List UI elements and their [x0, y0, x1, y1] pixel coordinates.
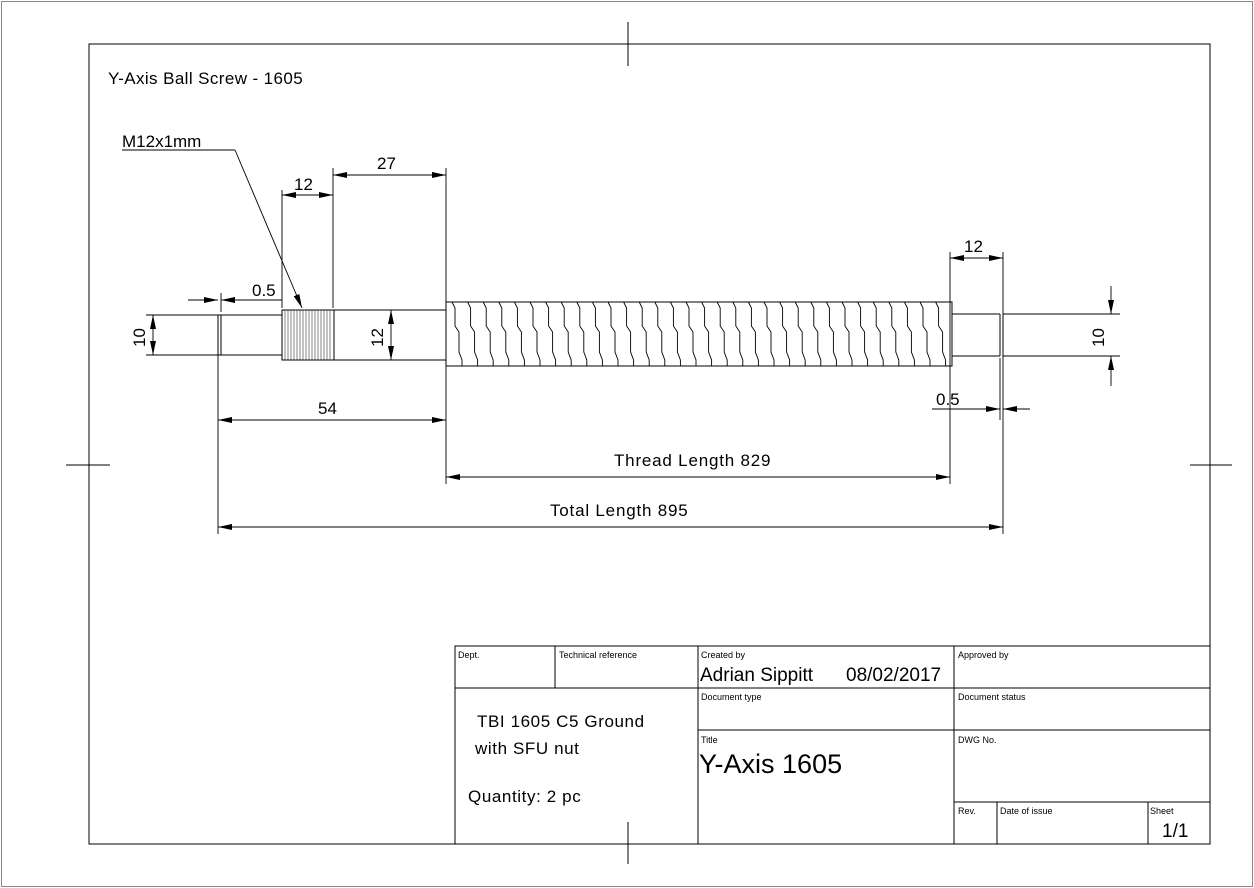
- sheet-title: Y-Axis Ball Screw - 1605: [108, 69, 303, 88]
- ball-screw-part: [217, 301, 1004, 367]
- dim-12-thread: 12: [294, 175, 313, 194]
- thread-groove: [529, 301, 541, 366]
- thread-groove: [623, 301, 635, 366]
- thread-groove: [513, 301, 525, 366]
- thread-groove: [841, 301, 853, 366]
- thread-groove: [685, 301, 697, 366]
- created-date: 08/02/2017: [846, 665, 942, 686]
- center-marks: [66, 22, 1232, 864]
- thread-groove: [591, 301, 603, 366]
- thread-groove: [810, 301, 822, 366]
- dim-thread-length: Thread Length 829: [614, 451, 771, 470]
- m12-thread-section: [281, 309, 335, 361]
- technical-reference-label: Technical reference: [559, 650, 638, 660]
- thread-groove: [560, 301, 572, 366]
- dimension-lines: [122, 149, 1120, 534]
- thread-groove: [732, 301, 744, 366]
- ball-screw-thread-pattern: [451, 301, 947, 366]
- title-block-grid: [454, 645, 1211, 845]
- thread-groove: [716, 301, 728, 366]
- sheet-label: Sheet: [1150, 806, 1174, 816]
- thread-groove: [498, 301, 510, 366]
- dimension-texts: M12x1mm 12 27 12 0.5 54 0.5 Thread Lengt…: [122, 132, 1108, 520]
- rev-label: Rev.: [958, 806, 976, 816]
- thread-groove: [451, 301, 463, 366]
- created-by-label: Created by: [701, 650, 746, 660]
- dept-label: Dept.: [458, 650, 480, 660]
- dwg-no-label: DWG No.: [958, 735, 997, 745]
- dim-dia-10-left: 10: [130, 328, 149, 347]
- description-line2: with SFU nut: [475, 739, 580, 758]
- quantity: Quantity: 2 pc: [468, 787, 582, 806]
- thread-groove: [545, 301, 557, 366]
- thread-groove: [825, 301, 837, 366]
- thread-groove: [779, 301, 791, 366]
- dim-54: 54: [318, 399, 337, 418]
- thread-groove: [576, 301, 588, 366]
- drawing-frame: [88, 43, 1211, 845]
- dim-dia-12: 12: [368, 328, 387, 347]
- approved-by-label: Approved by: [958, 650, 1009, 660]
- description-line1: TBI 1605 C5 Ground: [477, 712, 645, 731]
- created-by-value: Adrian Sippitt: [700, 665, 814, 686]
- thread-groove: [654, 301, 666, 366]
- sheet-number: 1/1: [1162, 821, 1189, 842]
- thread-groove: [607, 301, 619, 366]
- thread-groove: [888, 301, 900, 366]
- thread-groove: [794, 301, 806, 366]
- dim-27: 27: [377, 154, 396, 173]
- thread-groove: [872, 301, 884, 366]
- m12-thread-label: M12x1mm: [122, 132, 201, 151]
- thread-groove: [903, 301, 915, 366]
- drawing-title: Y-Axis 1605: [699, 749, 843, 779]
- dim-total-length: Total Length 895: [550, 501, 689, 520]
- thread-groove: [638, 301, 650, 366]
- thread-groove: [919, 301, 931, 366]
- m12-thread-hatch: [284, 310, 331, 360]
- thread-groove: [482, 301, 494, 366]
- thread-groove: [935, 301, 947, 366]
- document-status-label: Document status: [958, 692, 1026, 702]
- document-type-label: Document type: [701, 692, 762, 702]
- dim-0-5-right: 0.5: [936, 390, 960, 409]
- thread-groove: [467, 301, 479, 366]
- thread-groove: [747, 301, 759, 366]
- dim-12-end: 12: [964, 237, 983, 256]
- title-label: Title: [701, 735, 718, 745]
- thread-groove: [763, 301, 775, 366]
- date-of-issue-label: Date of issue: [1000, 806, 1053, 816]
- dim-0-5-left: 0.5: [252, 281, 276, 300]
- thread-groove: [857, 301, 869, 366]
- thread-groove: [669, 301, 681, 366]
- thread-groove: [701, 301, 713, 366]
- dim-dia-10-right: 10: [1089, 328, 1108, 347]
